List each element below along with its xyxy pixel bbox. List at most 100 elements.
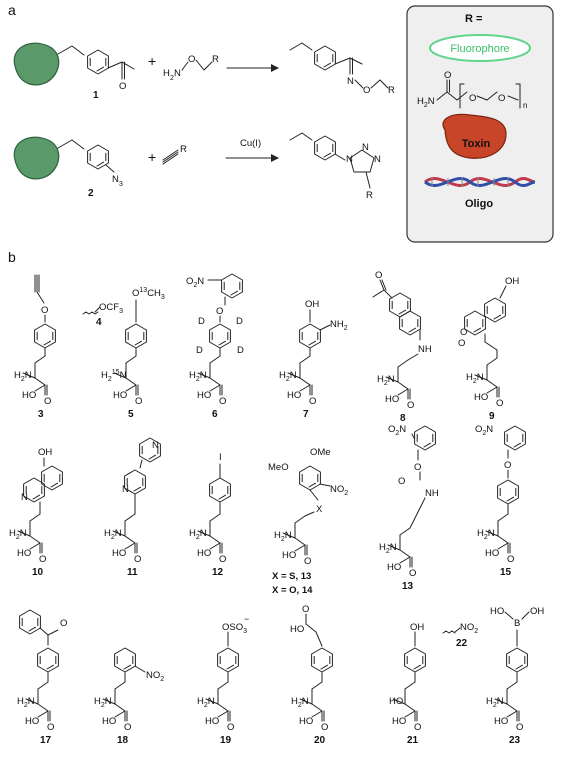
svg-text:N: N	[174, 68, 181, 79]
svg-text:R: R	[388, 85, 395, 96]
svg-text:H2N: H2N	[14, 370, 32, 383]
compound-1-label: 1	[93, 90, 99, 101]
reaction-ketone: O 1 + H 2 N O R N O R	[13, 42, 395, 101]
svg-text:N: N	[347, 76, 354, 87]
svg-text:I: I	[219, 452, 222, 463]
svg-text:O: O	[398, 476, 405, 487]
svg-text:O: O	[375, 270, 382, 281]
svg-text:HO: HO	[389, 696, 403, 707]
svg-text:HO: HO	[387, 562, 401, 573]
svg-text:HO: HO	[112, 548, 126, 559]
svg-text:R: R	[180, 144, 187, 155]
svg-text:OH: OH	[410, 622, 424, 633]
svg-text:O: O	[414, 462, 421, 473]
svg-text:−: −	[244, 614, 249, 624]
svg-text:B: B	[514, 618, 520, 629]
svg-text:HO: HO	[474, 392, 488, 403]
compound-18: NO2 H2N HO O 18	[94, 647, 164, 746]
svg-text:OMe: OMe	[310, 447, 331, 458]
svg-text:O: O	[309, 396, 316, 407]
svg-text:20: 20	[314, 735, 326, 746]
svg-text:9: 9	[489, 411, 495, 422]
dna-icon	[424, 176, 536, 188]
svg-text:HO: HO	[290, 624, 304, 635]
svg-text:O: O	[504, 460, 511, 471]
svg-text:H: H	[163, 68, 170, 79]
svg-text:MeO: MeO	[268, 462, 289, 473]
compound-13-14: OMe MeO NO2 X H2N HO O X = S, 13 X = O, …	[268, 447, 348, 596]
compound-19: OSO3 − H2N HO O 19	[197, 614, 249, 746]
svg-text:OH: OH	[505, 276, 519, 287]
svg-text:H2N: H2N	[104, 528, 122, 541]
svg-text:HO: HO	[17, 548, 31, 559]
svg-text:HO: HO	[113, 390, 127, 401]
svg-text:O: O	[414, 722, 421, 733]
svg-text:10: 10	[32, 567, 44, 578]
reaction-azide: N 3 1 2 + R Cu(I) N N N R	[13, 132, 381, 201]
svg-text:6: 6	[212, 409, 218, 420]
svg-text:D: D	[236, 316, 243, 327]
svg-text:5: 5	[128, 409, 134, 420]
fluorophore-label: Fluorophore	[450, 43, 509, 55]
oligo-label: Oligo	[465, 198, 493, 210]
panel-label-b: b	[8, 249, 16, 265]
svg-text:O: O	[498, 93, 505, 104]
svg-text:H2N: H2N	[377, 374, 395, 387]
svg-text:H2N: H2N	[189, 528, 207, 541]
svg-text:3: 3	[119, 181, 123, 188]
compound-23: HO OH B H2N HO O 23	[486, 606, 544, 746]
svg-text:O: O	[188, 54, 195, 65]
compound-4: OCF3 4	[82, 302, 123, 328]
svg-text:HO: HO	[385, 394, 399, 405]
compound-16: O2N O H2N HO O 15	[475, 424, 526, 578]
svg-text:X: X	[316, 504, 323, 515]
toxin-shape	[442, 113, 507, 159]
svg-text:O: O	[407, 400, 414, 411]
svg-text:HO: HO	[490, 606, 504, 617]
svg-text:O: O	[60, 618, 67, 629]
svg-text:+: +	[148, 53, 156, 69]
svg-text:H215N: H215N	[101, 369, 127, 383]
protein-blob-1	[13, 42, 60, 86]
svg-text:O: O	[469, 93, 476, 104]
svg-text:HO: HO	[494, 716, 508, 727]
svg-text:O: O	[134, 554, 141, 565]
svg-text:4: 4	[96, 317, 102, 328]
svg-text:O: O	[363, 85, 370, 96]
svg-text:O: O	[444, 70, 451, 81]
svg-text:R: R	[366, 190, 373, 201]
compound-21: OH HO HO O 21	[389, 622, 426, 746]
svg-text:O: O	[124, 722, 131, 733]
svg-text:H2N: H2N	[9, 528, 27, 541]
compound-12: I H2N HO O 12	[189, 452, 231, 578]
svg-text:D: D	[196, 345, 203, 356]
svg-text:17: 17	[40, 735, 52, 746]
svg-text:O: O	[507, 554, 514, 565]
fluorophore-badge	[429, 34, 531, 62]
svg-text:O: O	[227, 722, 234, 733]
svg-text:HO: HO	[197, 390, 211, 401]
svg-text:H2N: H2N	[477, 528, 495, 541]
svg-text:H2N: H2N	[486, 696, 504, 709]
svg-text:D: D	[237, 345, 244, 356]
svg-text:O: O	[516, 722, 523, 733]
panel-label-a: a	[8, 2, 16, 18]
compound-6: O2N O D D D D H2N HO O 6	[186, 273, 244, 420]
svg-text:H2N: H2N	[466, 372, 484, 385]
svg-text:N: N	[122, 484, 129, 495]
svg-text:H2N: H2N	[379, 542, 397, 555]
compound-15: O2N O O NH H2N HO O 13	[379, 424, 439, 592]
compound-20: O HO H2N HO O 20	[290, 604, 333, 746]
svg-text:N: N	[362, 142, 369, 153]
svg-text:O: O	[47, 722, 54, 733]
svg-text:23: 23	[509, 735, 521, 746]
svg-text:19: 19	[220, 735, 232, 746]
svg-text:OCF3: OCF3	[99, 302, 123, 315]
svg-text:N: N	[374, 154, 381, 165]
svg-text:HO: HO	[282, 550, 296, 561]
svg-text:H2N: H2N	[279, 370, 297, 383]
compound-22: NO2 22	[442, 622, 478, 649]
svg-text:HO: HO	[22, 390, 36, 401]
svg-text:O2N: O2N	[186, 276, 204, 289]
